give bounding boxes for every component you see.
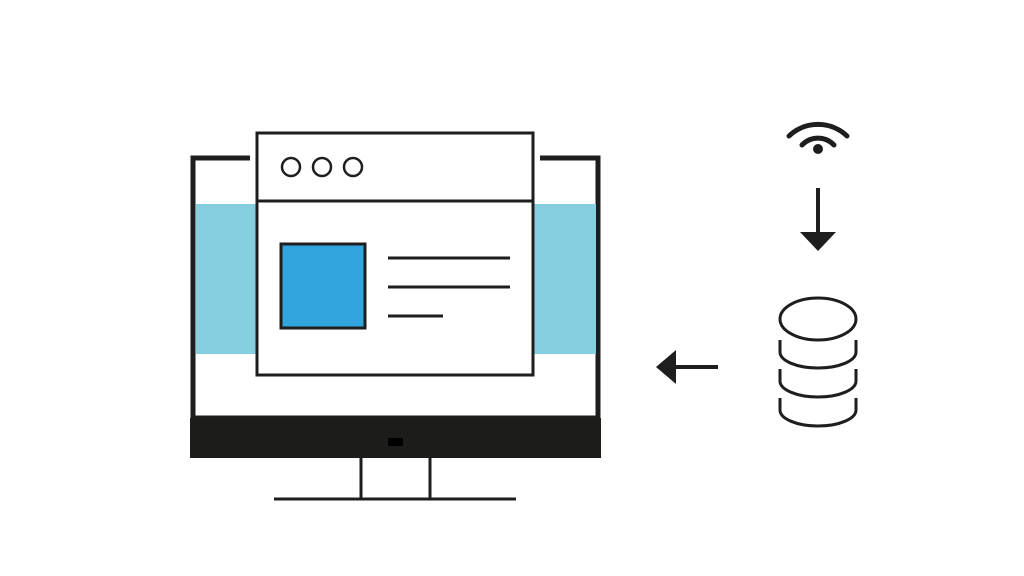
database-layer [778,369,858,399]
browser-window-icon [255,131,535,377]
wifi-arc-inner [799,135,837,148]
wifi-dot [813,144,823,154]
database-top [778,296,858,342]
text-lines-group [388,256,510,318]
database-layer [778,398,858,428]
window-control-dots [280,156,364,178]
wifi-icon [786,121,850,154]
arrow-down-icon [800,188,836,251]
monitor-panel-left [196,204,258,354]
database-layer [778,340,858,370]
arrow-left-icon [656,350,718,384]
database-icon [778,296,858,428]
arrow-left-head [656,350,676,384]
window-dot [342,156,364,178]
desktop-monitor-icon [190,155,601,501]
window-dot [280,156,302,178]
monitor-panel-right [534,204,596,354]
wifi-arc-outer [786,121,850,139]
monitor-power-button [388,438,403,446]
arrow-down-head [800,232,836,251]
image-placeholder-icon [279,242,367,330]
window-dot [311,156,333,178]
